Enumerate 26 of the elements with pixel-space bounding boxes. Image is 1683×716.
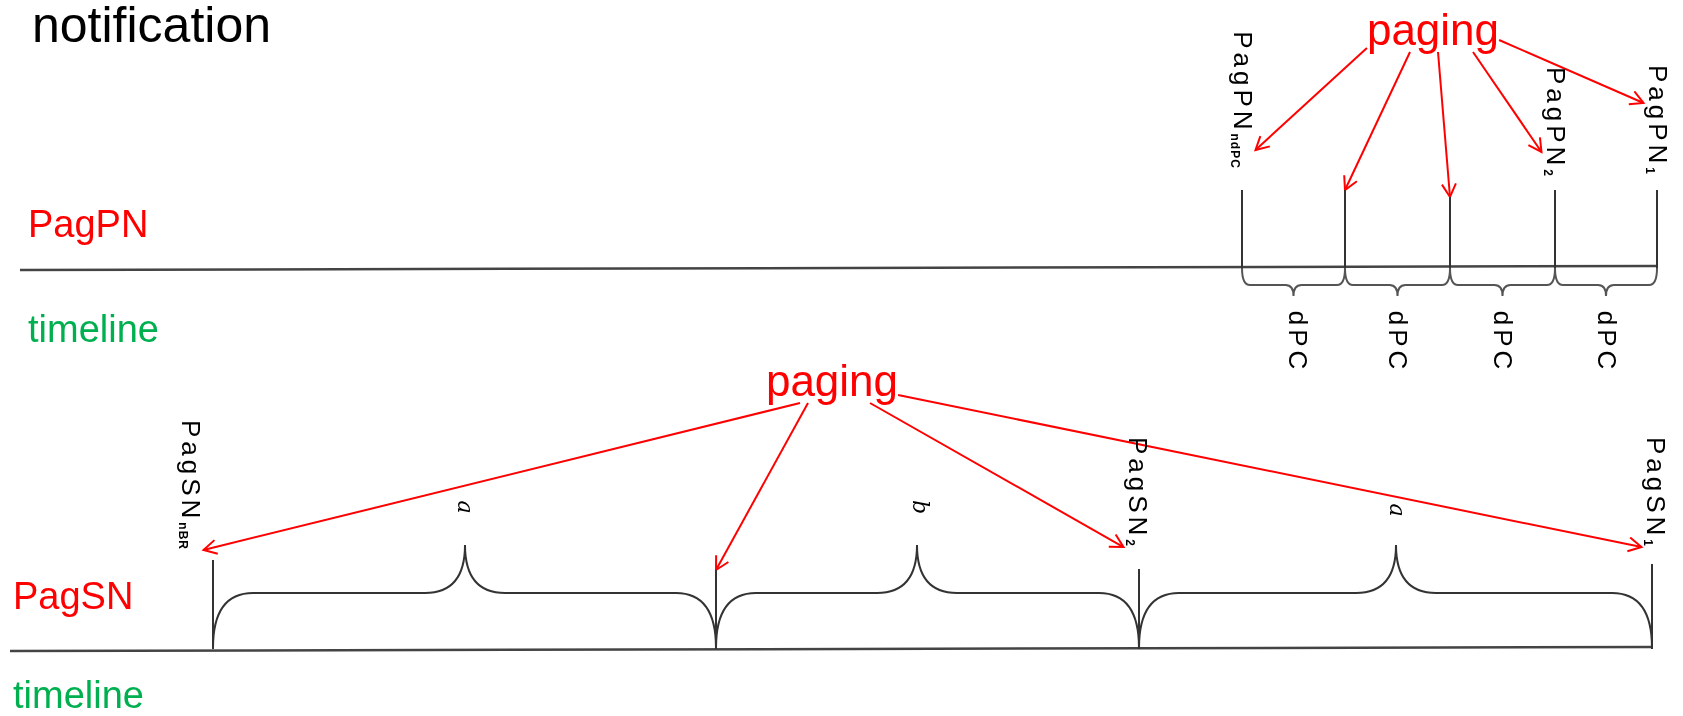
tick-mark	[715, 570, 717, 649]
axis-label: PagSN	[13, 577, 134, 615]
axis-label: PagPN	[28, 205, 149, 243]
arrow	[1472, 51, 1543, 153]
arrow	[1498, 39, 1645, 106]
interval-label: dPC	[1385, 310, 1411, 374]
interval-label: a	[1386, 503, 1408, 517]
callout-label: paging	[765, 359, 899, 403]
arrow	[869, 402, 1125, 549]
interval-label: dPC	[1594, 310, 1620, 374]
arrow	[1437, 51, 1457, 198]
arrow	[715, 402, 809, 571]
arrow	[897, 394, 1643, 553]
arrow	[202, 402, 801, 555]
interval-label: b	[909, 499, 931, 515]
interval-label: a	[454, 500, 476, 514]
title: notification	[32, 0, 272, 50]
axis-label: timeline	[13, 676, 144, 714]
interval-label: dPC	[1490, 310, 1516, 374]
arrow	[1343, 51, 1411, 191]
callout-label: paging	[1366, 8, 1500, 52]
axis-label: timeline	[28, 310, 159, 348]
interval-label: dPC	[1285, 310, 1311, 374]
arrow	[1254, 47, 1368, 151]
tick-mark	[1344, 190, 1346, 268]
tick-mark	[1449, 197, 1451, 268]
